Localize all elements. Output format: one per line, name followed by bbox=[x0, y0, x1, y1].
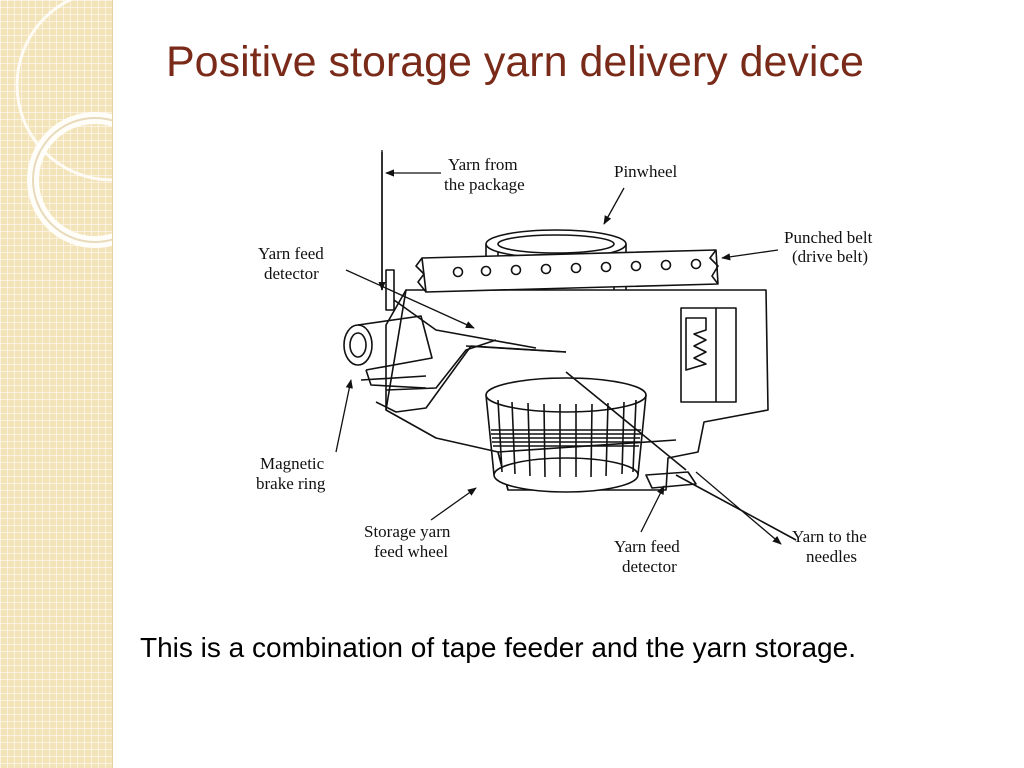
decorative-rings bbox=[15, 0, 112, 248]
label-yarn-to-needles: needles bbox=[806, 547, 857, 566]
label-storage-feed-wheel: feed wheel bbox=[374, 542, 448, 561]
label-punched-belt: (drive belt) bbox=[792, 247, 868, 266]
label-yarn-feed-detector-top: detector bbox=[264, 264, 319, 283]
comb-block bbox=[680, 307, 737, 403]
belt-hole bbox=[540, 263, 552, 275]
label-magnetic-brake-ring: Magnetic bbox=[260, 454, 325, 473]
label-yarn-from-package: the package bbox=[444, 175, 525, 194]
belt-hole bbox=[660, 259, 672, 271]
belt-hole bbox=[570, 262, 582, 274]
belt-hole bbox=[690, 258, 702, 270]
slide-caption: This is a combination of tape feeder and… bbox=[140, 632, 856, 663]
decorative-side-band bbox=[0, 0, 113, 768]
label-storage-feed-wheel: Storage yarn bbox=[364, 522, 451, 541]
label-yarn-feed-detector-top: Yarn feed bbox=[258, 244, 324, 263]
label-yarn-to-needles: Yarn to the bbox=[792, 527, 867, 546]
belt-hole bbox=[452, 266, 464, 278]
yarn-delivery-diagram: Yarn from the package Pinwheel Punched b… bbox=[256, 150, 873, 576]
punched-belt bbox=[415, 249, 719, 293]
label-yarn-feed-detector-bottom: Yarn feed bbox=[614, 537, 680, 556]
bottom-detector bbox=[645, 471, 697, 489]
label-pinwheel: Pinwheel bbox=[614, 162, 678, 181]
label-punched-belt: Punched belt bbox=[784, 228, 873, 247]
magnetic-brake-ring bbox=[343, 315, 433, 389]
slide-title: Positive storage yarn delivery device bbox=[166, 38, 864, 86]
label-magnetic-brake-ring: brake ring bbox=[256, 474, 326, 493]
label-yarn-feed-detector-bottom: detector bbox=[622, 557, 677, 576]
belt-hole bbox=[480, 265, 492, 277]
belt-hole bbox=[510, 264, 522, 276]
storage-feed-wheel bbox=[485, 377, 647, 493]
label-yarn-from-package: Yarn from bbox=[448, 155, 518, 174]
belt-hole bbox=[600, 261, 612, 273]
belt-hole bbox=[630, 260, 642, 272]
